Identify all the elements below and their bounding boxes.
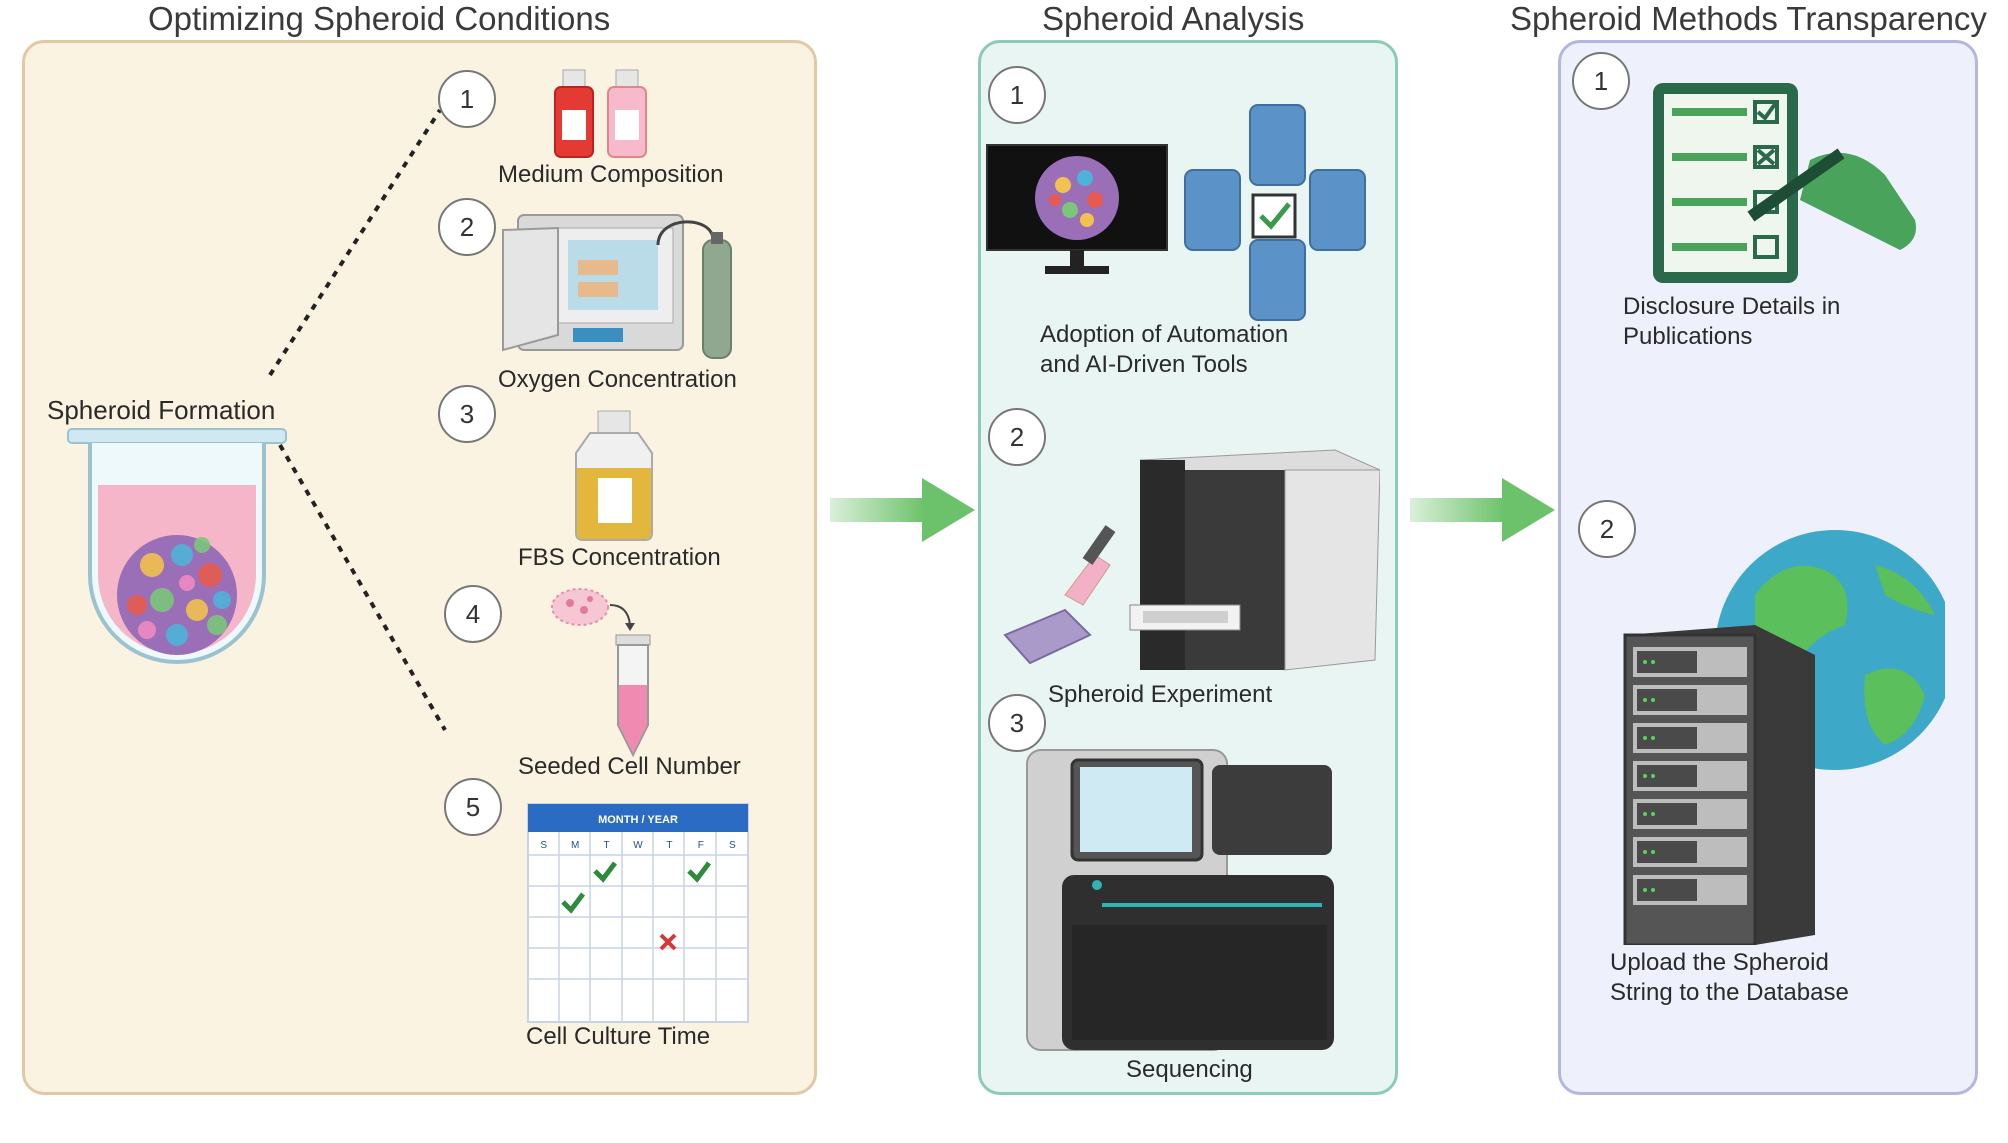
- arrow-right-2: [1410, 478, 1555, 542]
- step-label-fbs: FBS Concentration: [518, 544, 721, 571]
- step-label-oxygen: Oxygen Concentration: [498, 366, 737, 393]
- section-title-optimizing: Optimizing Spheroid Conditions: [148, 0, 611, 37]
- calendar-header: MONTH / YEAR: [598, 814, 678, 826]
- analysis-step-number-3: 3: [988, 694, 1046, 752]
- calendar-day-label: T: [666, 840, 672, 851]
- transparency-step-number-1: 1: [1572, 52, 1630, 110]
- step-number-1: 1: [438, 70, 496, 128]
- step-number-2: 2: [438, 198, 496, 256]
- analysis-step-number-1: 1: [988, 66, 1046, 124]
- transparency-label-upload-2: String to the Database: [1610, 979, 1849, 1006]
- arrow-right-1: [830, 478, 975, 542]
- calendar-day-label: W: [633, 840, 643, 851]
- database-server-globe-icon: [1623, 530, 1945, 945]
- analysis-label-sequencing: Sequencing: [1126, 1056, 1253, 1083]
- calendar-day-label: S: [540, 840, 547, 851]
- automation-ai-icon: [986, 104, 1366, 321]
- analysis-label-automation-2: and AI-Driven Tools: [1040, 351, 1248, 378]
- seeding-tube-icon: [551, 588, 651, 758]
- calendar-day-label: M: [571, 840, 579, 851]
- sequencer-icon: [1026, 749, 1334, 1051]
- step-number-5: 5: [444, 778, 502, 836]
- step-label-medium: Medium Composition: [498, 161, 724, 188]
- step-label-seeded: Seeded Cell Number: [518, 753, 741, 780]
- section-title-analysis: Spheroid Analysis: [1042, 0, 1305, 37]
- spheroid-formation-label: Spheroid Formation: [47, 395, 276, 425]
- section-title-transparency: Spheroid Methods Transparency: [1510, 0, 1987, 37]
- transparency-label-disclosure-2: Publications: [1623, 323, 1753, 350]
- spheroid-well-icon: [67, 428, 287, 664]
- step-number-4: 4: [444, 585, 502, 643]
- transparency-label-disclosure-1: Disclosure Details in: [1623, 293, 1841, 320]
- calendar-day-label: F: [698, 840, 704, 851]
- calendar-day-label: T: [604, 840, 610, 851]
- calendar-icon: MONTH / YEAR S M T W T F S: [527, 803, 749, 1023]
- incubator-icon: [502, 214, 732, 359]
- connector-lines: [268, 108, 447, 732]
- analysis-step-number-2: 2: [988, 408, 1046, 466]
- analysis-label-automation-1: Adoption of Automation: [1040, 321, 1289, 348]
- step-label-culture-time: Cell Culture Time: [526, 1023, 711, 1050]
- fbs-bottle-icon: [575, 410, 653, 541]
- plate-reader-icon: [1003, 449, 1380, 671]
- analysis-label-experiment: Spheroid Experiment: [1048, 681, 1273, 708]
- transparency-step-number-2: 2: [1578, 500, 1636, 558]
- step-number-3: 3: [438, 385, 496, 443]
- checklist-pen-icon: [1653, 83, 1916, 283]
- transparency-label-upload-1: Upload the Spheroid: [1610, 949, 1829, 976]
- calendar-day-label: S: [729, 840, 736, 851]
- medium-bottles-icon: [554, 69, 647, 158]
